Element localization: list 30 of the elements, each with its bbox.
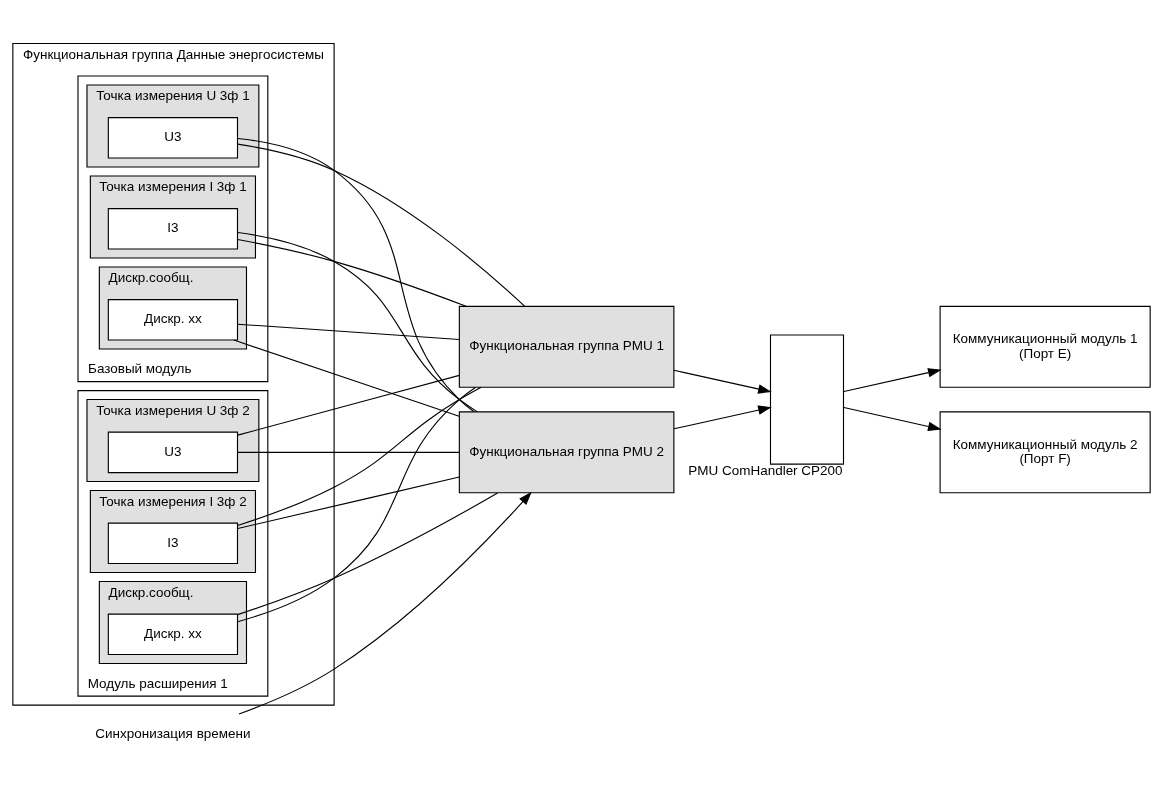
- connector: [233, 339, 460, 417]
- connector: [237, 238, 467, 307]
- arrow: [673, 405, 772, 430]
- node-box: U3: [107, 117, 239, 159]
- node-box: Дискр. xx: [107, 613, 239, 656]
- arrow: [673, 369, 772, 394]
- node-box: Коммуникационный модуль 1 (Порт E): [939, 305, 1151, 388]
- node-box: Коммуникационный модуль 2 (Порт F): [939, 411, 1151, 494]
- node-box: Дискр. xx: [107, 299, 239, 341]
- connector: [237, 143, 526, 307]
- connector: [237, 451, 460, 453]
- node-box: I3: [107, 208, 239, 250]
- arrow: [238, 491, 532, 715]
- node-label: PMU ComHandler CP200: [688, 462, 843, 478]
- node-box: [769, 334, 845, 465]
- arrow: [843, 407, 942, 432]
- node-box: Функциональная группа PMU 1: [458, 305, 675, 388]
- connector: [237, 476, 460, 530]
- node-box: U3: [107, 431, 239, 474]
- connector: [237, 386, 476, 623]
- connector: [237, 323, 460, 340]
- node-box: Функциональная группа PMU 2: [458, 411, 675, 494]
- connector: [237, 231, 478, 413]
- node-text: Синхронизация времени: [95, 725, 251, 741]
- connector: [237, 492, 499, 616]
- connector: [237, 374, 460, 436]
- connector: [237, 386, 482, 526]
- connector: [237, 137, 475, 413]
- arrow: [843, 368, 942, 393]
- node-box: I3: [107, 522, 239, 565]
